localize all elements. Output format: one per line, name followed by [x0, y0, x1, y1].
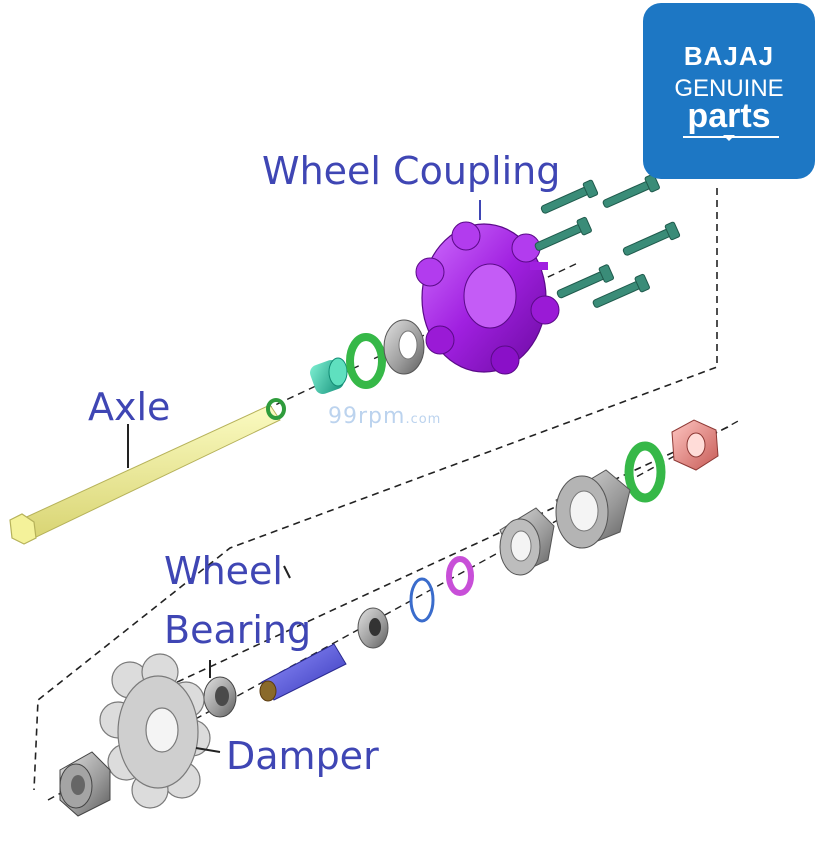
upper-assembly-outline: [33, 188, 718, 791]
green-seal-ring: [346, 333, 386, 389]
purple-washer: [446, 556, 474, 596]
red-axle-nut: [671, 419, 719, 471]
teal-collar: [310, 357, 348, 394]
wheel-bearing: [203, 660, 237, 718]
watermark: 99rpm.com: [328, 404, 441, 429]
blue-circlip: [409, 577, 435, 623]
brand-name: BAJAJ: [683, 41, 775, 71]
label-wheel-coupling: Wheel Coupling: [262, 149, 561, 193]
brand-genuine: GENUINE: [674, 75, 784, 102]
watermark-suffix: .com: [405, 412, 442, 427]
grey-spacer-ring: [383, 319, 425, 375]
coupling-bolts: [534, 173, 681, 308]
rubber-damper: [99, 653, 221, 809]
green-seal-lower: [624, 441, 666, 503]
blue-sleeve: [259, 643, 347, 702]
bolt: [534, 216, 592, 251]
bolt: [592, 273, 650, 308]
wheel-coupling: [415, 200, 560, 375]
drive-bush: [59, 751, 111, 817]
bajaj-genuine-parts-logo: BAJAJ GENUINE parts: [643, 3, 815, 179]
bolt: [622, 221, 681, 256]
label-axle: Axle: [88, 385, 171, 429]
brand-parts: parts: [687, 97, 771, 135]
leader-lines: [127, 424, 291, 579]
bolt: [556, 264, 615, 299]
watermark-main: 99rpm: [328, 404, 406, 429]
brand-caret-icon: [723, 135, 735, 141]
label-wheel-bearing-line2: Bearing: [164, 608, 312, 652]
label-damper: Damper: [226, 734, 379, 778]
small-bearing: [357, 607, 389, 649]
bolt: [540, 179, 599, 214]
large-bearing: [555, 469, 631, 549]
label-wheel-bearing-line1: Wheel: [164, 549, 283, 593]
bolt: [602, 173, 660, 208]
medium-bearing: [499, 507, 555, 576]
axle-shaft: [9, 398, 286, 545]
lower-assembly-outline: [159, 426, 729, 691]
